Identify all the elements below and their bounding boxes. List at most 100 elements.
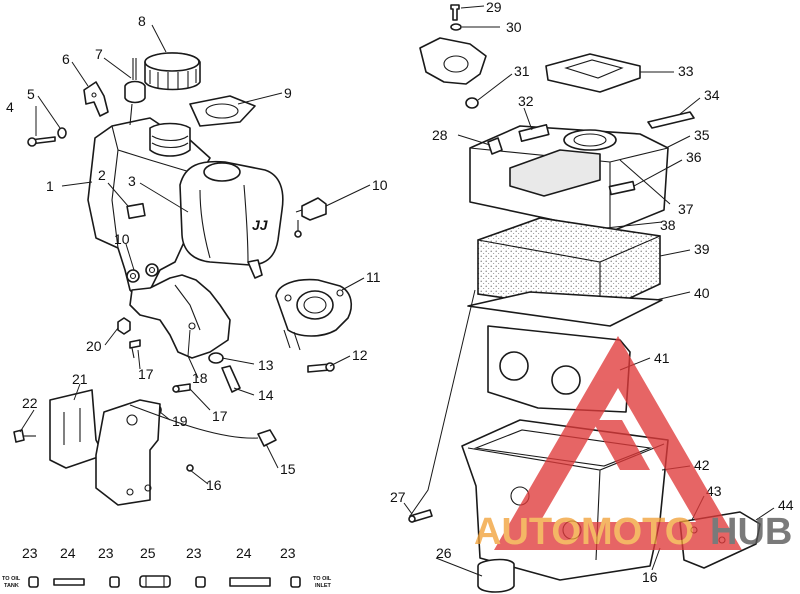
- callout-12: 12: [352, 347, 368, 363]
- hose-24b: [229, 577, 271, 587]
- bracket-16a: [95, 399, 161, 506]
- filter-25: [139, 575, 171, 588]
- callout-16b: 16: [642, 569, 658, 585]
- callout-14: 14: [258, 387, 274, 403]
- intake-hole-37: [563, 129, 617, 151]
- callout-4: 4: [6, 99, 14, 115]
- air-filter-39: [477, 217, 661, 313]
- lower-mount-frame: [129, 274, 231, 359]
- callout-36: 36: [686, 149, 702, 165]
- watermark-brand-part1: AUTOMOTO: [474, 511, 694, 553]
- callout-15: 15: [280, 461, 296, 477]
- callout-9: 9: [284, 85, 292, 101]
- callout-17b: 17: [212, 408, 228, 424]
- clamp-23d: [290, 576, 301, 588]
- airbox-snorkel: [509, 149, 601, 197]
- callout-25: 25: [140, 545, 156, 561]
- callout-16a: 16: [206, 477, 222, 493]
- callout-29: 29: [486, 0, 502, 15]
- callout-21: 21: [72, 371, 88, 387]
- nut-20: [117, 317, 131, 335]
- to-oil-tank-note-1: TO OIL: [2, 576, 21, 582]
- callout-22: 22: [22, 395, 38, 411]
- clip-15: [257, 429, 277, 447]
- callout-38: 38: [660, 217, 676, 233]
- callout-10a: 10: [114, 231, 130, 247]
- callout-13: 13: [258, 357, 274, 373]
- callout-3: 3: [128, 173, 136, 189]
- callout-18: 18: [192, 370, 208, 386]
- to-oil-inlet-note-2: INLET: [315, 583, 332, 589]
- oil-tank-body: [87, 117, 211, 301]
- clamp-23b: [109, 576, 120, 588]
- callout-23d: 23: [280, 545, 296, 561]
- callout-17a: 17: [138, 366, 154, 382]
- washer-30: [450, 23, 462, 31]
- screw-29: [450, 4, 460, 21]
- grommet-31: [465, 97, 479, 109]
- callout-7: 7: [95, 46, 103, 62]
- watermark-brand-part2: HUB: [710, 511, 792, 553]
- hose-24a: [53, 578, 85, 586]
- decal-2: [126, 202, 146, 220]
- callout-27: 27: [390, 489, 406, 505]
- callout-8: 8: [138, 13, 146, 29]
- callout-23a: 23: [22, 545, 38, 561]
- fitting-10: [301, 197, 327, 221]
- to-oil-tank-note-2: TANK: [4, 583, 19, 589]
- watermark-triangle-logo: [494, 336, 742, 550]
- strip-34: [647, 111, 695, 129]
- callout-2: 2: [98, 167, 106, 183]
- drain-plug-26: [477, 558, 515, 593]
- callout-31: 31: [514, 63, 530, 79]
- callout-30: 30: [506, 19, 522, 35]
- callout-11: 11: [366, 269, 381, 285]
- tank-assembly: JJ: [13, 52, 353, 506]
- grommet-10b: [145, 263, 159, 277]
- callout-41: 41: [654, 350, 670, 366]
- callout-37: 37: [678, 201, 694, 217]
- callout-24b: 24: [236, 545, 252, 561]
- callout-26: 26: [436, 545, 452, 561]
- callout-5: 5: [27, 86, 35, 102]
- gasket-40: [467, 291, 663, 327]
- callout-42: 42: [694, 457, 710, 473]
- callout-28: 28: [432, 127, 448, 143]
- mount-bracket-top: [83, 81, 109, 117]
- tank-neck: [149, 122, 191, 157]
- oil-line-row: TO OIL TANK TO OIL INLET: [2, 575, 332, 589]
- tank-logo: JJ: [252, 217, 269, 233]
- callout-40: 40: [694, 285, 710, 301]
- callout-39: 39: [694, 241, 710, 257]
- callout-6: 6: [62, 51, 70, 67]
- to-oil-inlet-note-1: TO OIL: [313, 576, 332, 582]
- hose-14: [221, 365, 241, 393]
- callout-32: 32: [518, 93, 534, 109]
- callout-10b: 10: [372, 177, 388, 193]
- clip-28: [487, 137, 503, 155]
- callout-20: 20: [86, 338, 102, 354]
- dipstick: [124, 80, 146, 104]
- washer-5: [57, 127, 67, 139]
- automotohub-watermark: AUTOMOTO HUB: [474, 336, 792, 553]
- callout-35: 35: [694, 127, 710, 143]
- callout-23c: 23: [186, 545, 202, 561]
- gasket-9: [189, 95, 256, 127]
- seal-33: [545, 53, 641, 93]
- callout-33: 33: [678, 63, 694, 79]
- clamp-23a: [28, 576, 39, 588]
- clamp-23c: [195, 576, 206, 588]
- grommet-10a: [126, 269, 140, 283]
- callout-1: 1: [46, 178, 54, 194]
- callout-44: 44: [778, 497, 794, 513]
- callout-34: 34: [704, 87, 720, 103]
- bolt-22: [13, 429, 25, 443]
- bolt-17a: [129, 339, 141, 349]
- clamp-13: [208, 352, 224, 364]
- callout-23b: 23: [98, 545, 114, 561]
- slot-38: [608, 180, 636, 196]
- intake-mount: [419, 37, 487, 85]
- callout-19: 19: [172, 413, 188, 429]
- callout-24a: 24: [60, 545, 76, 561]
